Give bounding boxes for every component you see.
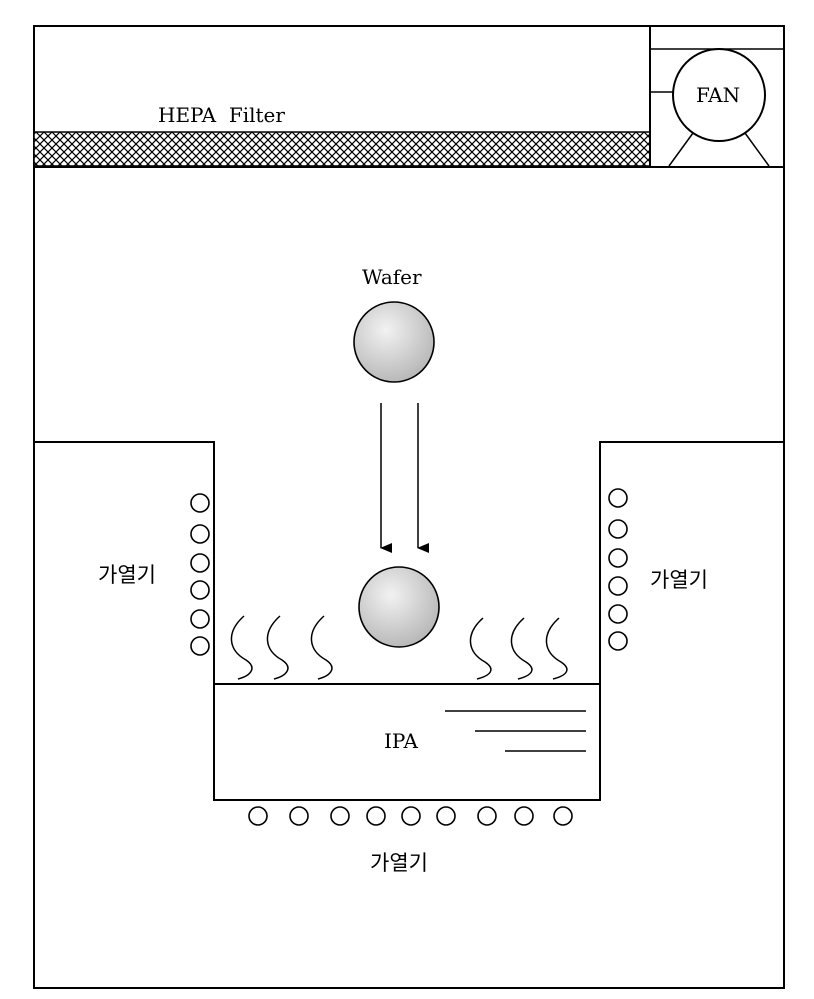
ipa-tank-outline	[34, 441, 784, 801]
heater-coil	[190, 636, 210, 656]
fan-leg-right	[744, 132, 770, 167]
heater-left-label: 가열기	[98, 563, 156, 587]
heater-coil	[190, 580, 210, 600]
heater-coil	[477, 806, 497, 826]
heater-coil	[330, 806, 350, 826]
vapor-wisp	[266, 615, 289, 680]
hepa-filter	[33, 131, 651, 167]
vapor-wisp	[510, 617, 533, 680]
heater-coil	[608, 604, 628, 624]
heater-right-label: 가열기	[650, 568, 708, 592]
heater-coils-bottom	[248, 806, 573, 826]
heater-coil	[608, 631, 628, 651]
heater-coil	[608, 548, 628, 568]
heater-coil	[553, 806, 573, 826]
vapor-wisp	[310, 615, 333, 680]
vapor-wisp	[230, 615, 253, 680]
heater-coil	[436, 806, 456, 826]
heater-coil	[514, 806, 534, 826]
vapor-wisp	[469, 617, 492, 680]
wafer-upper	[353, 301, 435, 383]
fan-icon	[672, 48, 766, 142]
vapor-wisp	[545, 617, 568, 680]
heater-bottom-label: 가열기	[370, 851, 428, 875]
heater-coil	[248, 806, 268, 826]
fan-label: FAN	[696, 83, 740, 107]
heater-coil	[608, 488, 628, 508]
ipa-label: IPA	[384, 729, 419, 753]
heater-coil	[289, 806, 309, 826]
chamber-outline	[33, 25, 785, 989]
heater-coil	[608, 519, 628, 539]
heater-coil	[608, 576, 628, 596]
heater-coils-left	[190, 493, 210, 656]
heater-coil	[190, 524, 210, 544]
heater-coil	[190, 609, 210, 629]
wafer-label: Wafer	[362, 265, 422, 289]
hepa-filter-label: HEPA Filter	[158, 103, 285, 127]
heater-coil	[190, 493, 210, 513]
heater-coil	[190, 553, 210, 573]
heater-coils-right	[608, 488, 628, 651]
heater-coil	[366, 806, 386, 826]
fan-leg-left	[668, 132, 694, 167]
heater-coil	[401, 806, 421, 826]
wafer-lower	[358, 566, 440, 648]
